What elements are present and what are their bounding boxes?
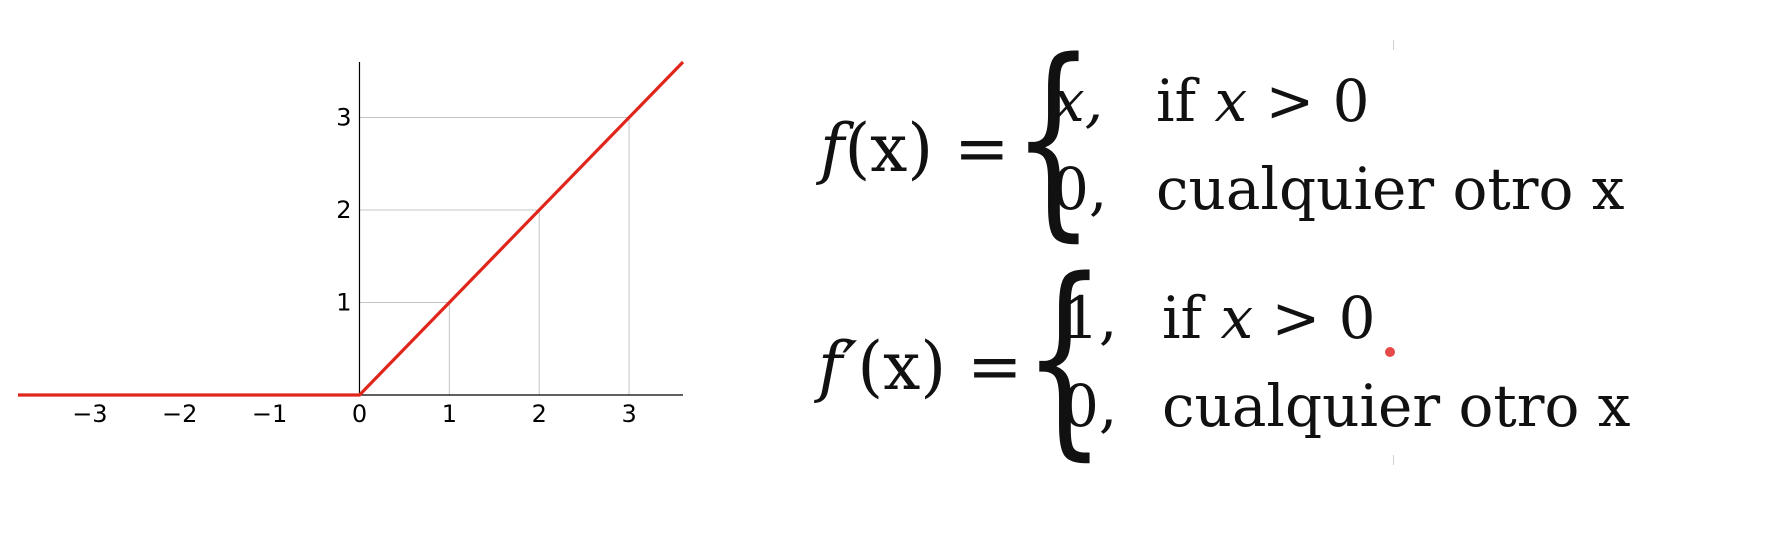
relu-chart: −3 −2 −1 0 1 2 3 1 2 3 — [18, 60, 685, 429]
equation-fprime: f′(x) = { 1, if x > 0 0, cualquier otro … — [818, 252, 1631, 462]
left-brace: { — [1023, 234, 1106, 479]
edge-mark-bottom — [1393, 455, 1394, 465]
left-brace: { — [1012, 15, 1095, 260]
function-args: (x) = — [844, 110, 1010, 187]
case-value: 0, — [1052, 155, 1108, 223]
edge-mark-top — [1393, 40, 1394, 50]
case-value: 1, — [1062, 284, 1118, 352]
case-condition: cualquier otro x — [1156, 155, 1625, 223]
x-tick-label: 2 — [532, 400, 547, 428]
case-value: x, — [1052, 67, 1104, 135]
case-condition: if x > 0 — [1162, 284, 1376, 352]
function-name: f′ — [818, 328, 858, 405]
series-layer — [18, 60, 685, 397]
tick-labels: −3 −2 −1 0 1 2 3 1 2 3 — [72, 104, 637, 429]
y-tick-label: 2 — [336, 196, 351, 224]
red-dot-marker — [1385, 347, 1395, 357]
equation-f: f(x) = { x, if x > 0 0, cualquier otro x — [820, 33, 1625, 243]
x-tick-label: 3 — [621, 400, 636, 428]
condition-rest: > 0 — [1265, 67, 1370, 135]
x-tick-label: 0 — [352, 400, 367, 428]
case-condition: if x > 0 — [1156, 67, 1370, 135]
axes — [358, 62, 683, 396]
x-tick-label: −1 — [252, 400, 287, 428]
x-tick-label: −3 — [72, 400, 107, 428]
if-keyword: if — [1156, 67, 1197, 135]
function-name: f — [820, 110, 845, 187]
x-tick-label: −2 — [162, 400, 197, 428]
if-keyword: if — [1162, 284, 1203, 352]
equation-lhs: f′(x) = — [818, 328, 1022, 405]
y-tick-label: 3 — [336, 104, 351, 132]
condition-variable: x — [1214, 67, 1248, 135]
function-args: (x) = — [857, 328, 1023, 405]
case-condition: cualquier otro x — [1162, 372, 1631, 440]
relu-series-line — [18, 60, 685, 397]
y-tick-label: 1 — [336, 289, 351, 317]
grid-lines — [359, 117, 630, 395]
equation-lhs: f(x) = — [820, 110, 1009, 187]
condition-rest: > 0 — [1271, 284, 1376, 352]
x-tick-label: 1 — [442, 400, 457, 428]
case-value: 0, — [1062, 372, 1118, 440]
condition-variable: x — [1220, 284, 1254, 352]
